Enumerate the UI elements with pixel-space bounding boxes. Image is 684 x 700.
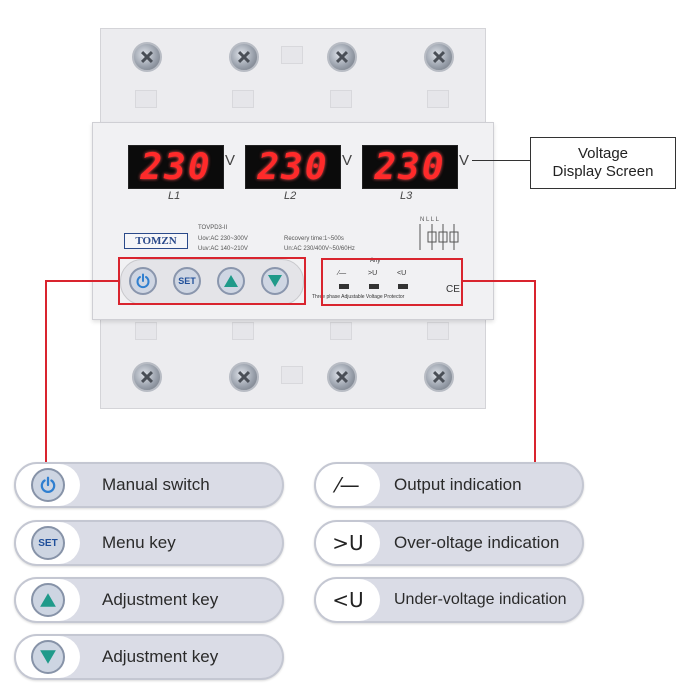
terminal-screw-icon: [132, 42, 162, 72]
under-voltage-led: [398, 284, 408, 289]
terminal-slot: [232, 90, 254, 108]
terminal-slot: [232, 322, 254, 340]
legend-item-adjust-up: Adjustment key: [14, 577, 284, 623]
terminal-screw-icon: [327, 362, 357, 392]
ce-mark: CE: [446, 284, 460, 295]
callout-line-2: Display Screen: [552, 163, 654, 180]
terminal-slot: [281, 46, 303, 64]
legend-label: Manual switch: [102, 475, 210, 494]
power-icon: [40, 476, 56, 493]
terminal-slot: [281, 366, 303, 384]
callout-line-1: Voltage: [577, 145, 629, 162]
terminal-screw-icon: [424, 362, 454, 392]
manual-switch-button[interactable]: [129, 267, 157, 295]
phase-label: L3: [400, 190, 413, 202]
leader-line-right-h: [462, 280, 536, 282]
triangle-down-icon: [40, 650, 56, 664]
output-indicator-led: [339, 284, 349, 289]
legend-item-output-indication: ⁄— Output indication: [314, 462, 584, 508]
set-icon: SET: [178, 276, 196, 286]
terminal-slot: [427, 90, 449, 108]
under-voltage-icon: <U: [332, 588, 364, 612]
legend-label: Menu key: [102, 533, 176, 552]
terminal-screw-icon: [132, 362, 162, 392]
terminal-slot: [135, 90, 157, 108]
leader-line-left-h: [45, 280, 119, 282]
indicators-highlight-box: [321, 258, 463, 306]
model-label: TOVPD3-II: [198, 225, 228, 231]
legend-item-over-voltage: >U Over-oltage indication: [314, 520, 584, 566]
brand-logo: TOMZN: [124, 233, 188, 249]
leader-line-left-v: [45, 280, 47, 466]
legend-item-manual-switch: Manual switch: [14, 462, 284, 508]
triangle-up-icon: [40, 593, 56, 607]
terminal-slot: [330, 90, 352, 108]
voltage-display-l3: 230: [362, 145, 458, 189]
voltage-digits: 230: [140, 146, 212, 188]
legend-label: Over-oltage indication: [394, 533, 560, 552]
triangle-down-icon: [268, 275, 282, 287]
under-voltage-indicator-label: <U: [397, 270, 407, 277]
legend-label: Adjustment key: [102, 590, 219, 609]
buttons-highlight-box: [118, 257, 306, 305]
terminal-slot: [135, 322, 157, 340]
voltage-unit: V: [342, 152, 353, 169]
spec-text: Un:AC 230/400V~50/60Hz: [284, 246, 355, 252]
terminal-labels: N L L L: [420, 217, 439, 223]
triangle-up-icon: [224, 275, 238, 287]
voltage-digits: 230: [374, 146, 446, 188]
terminal-screw-icon: [229, 42, 259, 72]
legend-label: Output indication: [394, 475, 522, 494]
power-icon: [136, 273, 150, 289]
voltage-unit: V: [459, 152, 470, 169]
phase-label: L2: [284, 190, 297, 202]
legend-item-adjust-down: Adjustment key: [14, 634, 284, 680]
output-switch-icon: ⁄—: [336, 473, 360, 497]
spec-text: Recovery time:1~500s: [284, 236, 344, 242]
indicator-group-label: Any: [370, 258, 381, 264]
over-voltage-indicator-label: >U: [368, 270, 378, 277]
wiring-schematic-icon: [419, 224, 459, 250]
terminal-screw-icon: [229, 362, 259, 392]
voltage-display-callout: Voltage Display Screen: [530, 137, 676, 189]
terminal-slot: [330, 322, 352, 340]
phase-label: L1: [168, 190, 181, 202]
product-name: Three phase Adjustable Voltage Protector: [312, 294, 405, 300]
output-indicator-label: ⁄—: [338, 270, 347, 277]
terminal-screw-icon: [424, 42, 454, 72]
device-bottom-module: [100, 315, 486, 409]
over-voltage-icon: >U: [332, 531, 364, 555]
voltage-unit: V: [225, 152, 236, 169]
terminal-slot: [427, 322, 449, 340]
menu-set-button[interactable]: SET: [173, 267, 201, 295]
spec-text: Uuv:AC 140~210V: [198, 246, 248, 252]
callout-leader-line: [472, 160, 530, 161]
set-icon: SET: [38, 537, 58, 549]
terminal-screw-icon: [327, 42, 357, 72]
legend-item-under-voltage: <U Under-voltage indication: [314, 577, 584, 623]
device-top-module: [100, 28, 486, 126]
adjust-up-button[interactable]: [217, 267, 245, 295]
voltage-display-l1: 230: [128, 145, 224, 189]
legend-label: Adjustment key: [102, 647, 219, 666]
voltage-display-l2: 230: [245, 145, 341, 189]
leader-line-right-v: [534, 280, 536, 466]
spec-text: Uov:AC 230~300V: [198, 236, 248, 242]
over-voltage-led: [369, 284, 379, 289]
legend-label: Under-voltage indication: [394, 591, 567, 608]
legend-item-menu-key: SET Menu key: [14, 520, 284, 566]
voltage-digits: 230: [257, 146, 329, 188]
adjust-down-button[interactable]: [261, 267, 289, 295]
